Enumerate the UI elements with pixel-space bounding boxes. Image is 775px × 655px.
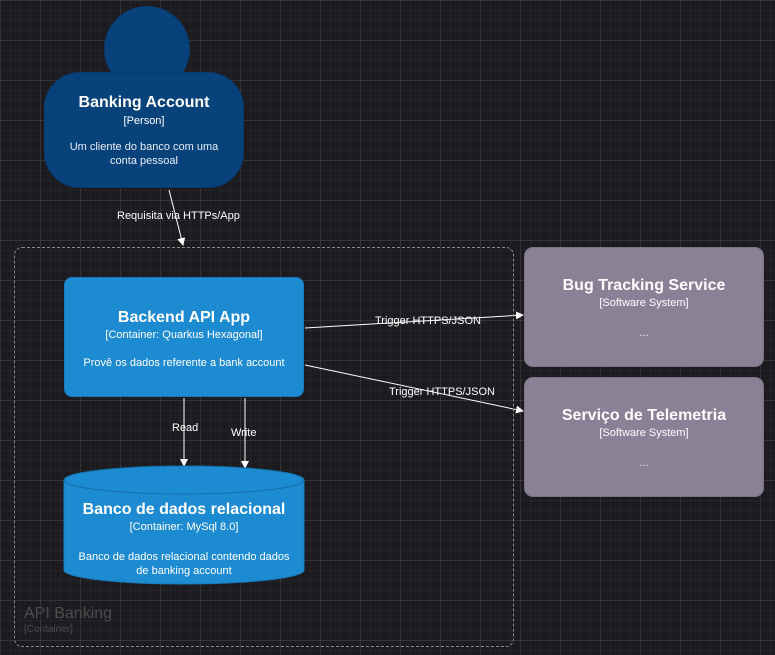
person-description: Um cliente do banco com uma conta pessoa…	[69, 141, 219, 167]
person-title: Banking Account	[78, 94, 210, 111]
backend-description: Provê os dados referente a bank account	[83, 357, 285, 369]
arrow-person-to-backend	[168, 189, 186, 246]
edge-label-backend-to-bug: Trigger HTTPS/JSON	[375, 315, 481, 327]
container-backend-api-app[interactable]: Backend API App [Container: Quarkus Hexa…	[64, 277, 304, 397]
boundary-type: [Container]	[24, 624, 73, 635]
person-type: [Person]	[123, 115, 165, 127]
boundary-title: API Banking	[24, 605, 113, 622]
database-description: Banco de dados relacional contendo dados…	[78, 551, 290, 577]
database-cylinder-shape[interactable]	[62, 465, 306, 589]
telemetry-description: ...	[639, 457, 649, 469]
person-banking-account[interactable]: Banking Account [Person] Um cliente do b…	[44, 72, 244, 188]
backend-title: Backend API App	[117, 309, 251, 326]
arrow-backend-to-bug	[304, 311, 524, 329]
edge-label-person-to-backend: Requisita via HTTPs/App	[117, 210, 240, 222]
telemetry-type: [Software System]	[599, 427, 689, 439]
database-type: [Container: MySql 8.0]	[129, 521, 239, 533]
system-telemetry-service[interactable]: Serviço de Telemetria [Software System] …	[524, 377, 764, 497]
edge-label-read: Read	[172, 422, 199, 434]
telemetry-title: Serviço de Telemetria	[561, 407, 727, 424]
backend-type: [Container: Quarkus Hexagonal]	[105, 329, 263, 341]
edge-label-backend-to-telemetry: Trigger HTTPS/JSON	[389, 386, 495, 398]
container-database[interactable]: Banco de dados relacional [Container: My…	[64, 500, 304, 590]
system-bug-tracking-service[interactable]: Bug Tracking Service [Software System] .…	[524, 247, 764, 367]
arrow-backend-to-telemetry	[304, 364, 524, 414]
database-title: Banco de dados relacional	[82, 501, 286, 518]
system-boundary-api-banking[interactable]	[14, 247, 514, 647]
bug-tracking-description: ...	[639, 327, 649, 339]
edge-label-write: Write	[231, 427, 257, 439]
bug-tracking-title: Bug Tracking Service	[562, 277, 726, 294]
bug-tracking-type: [Software System]	[599, 297, 689, 309]
